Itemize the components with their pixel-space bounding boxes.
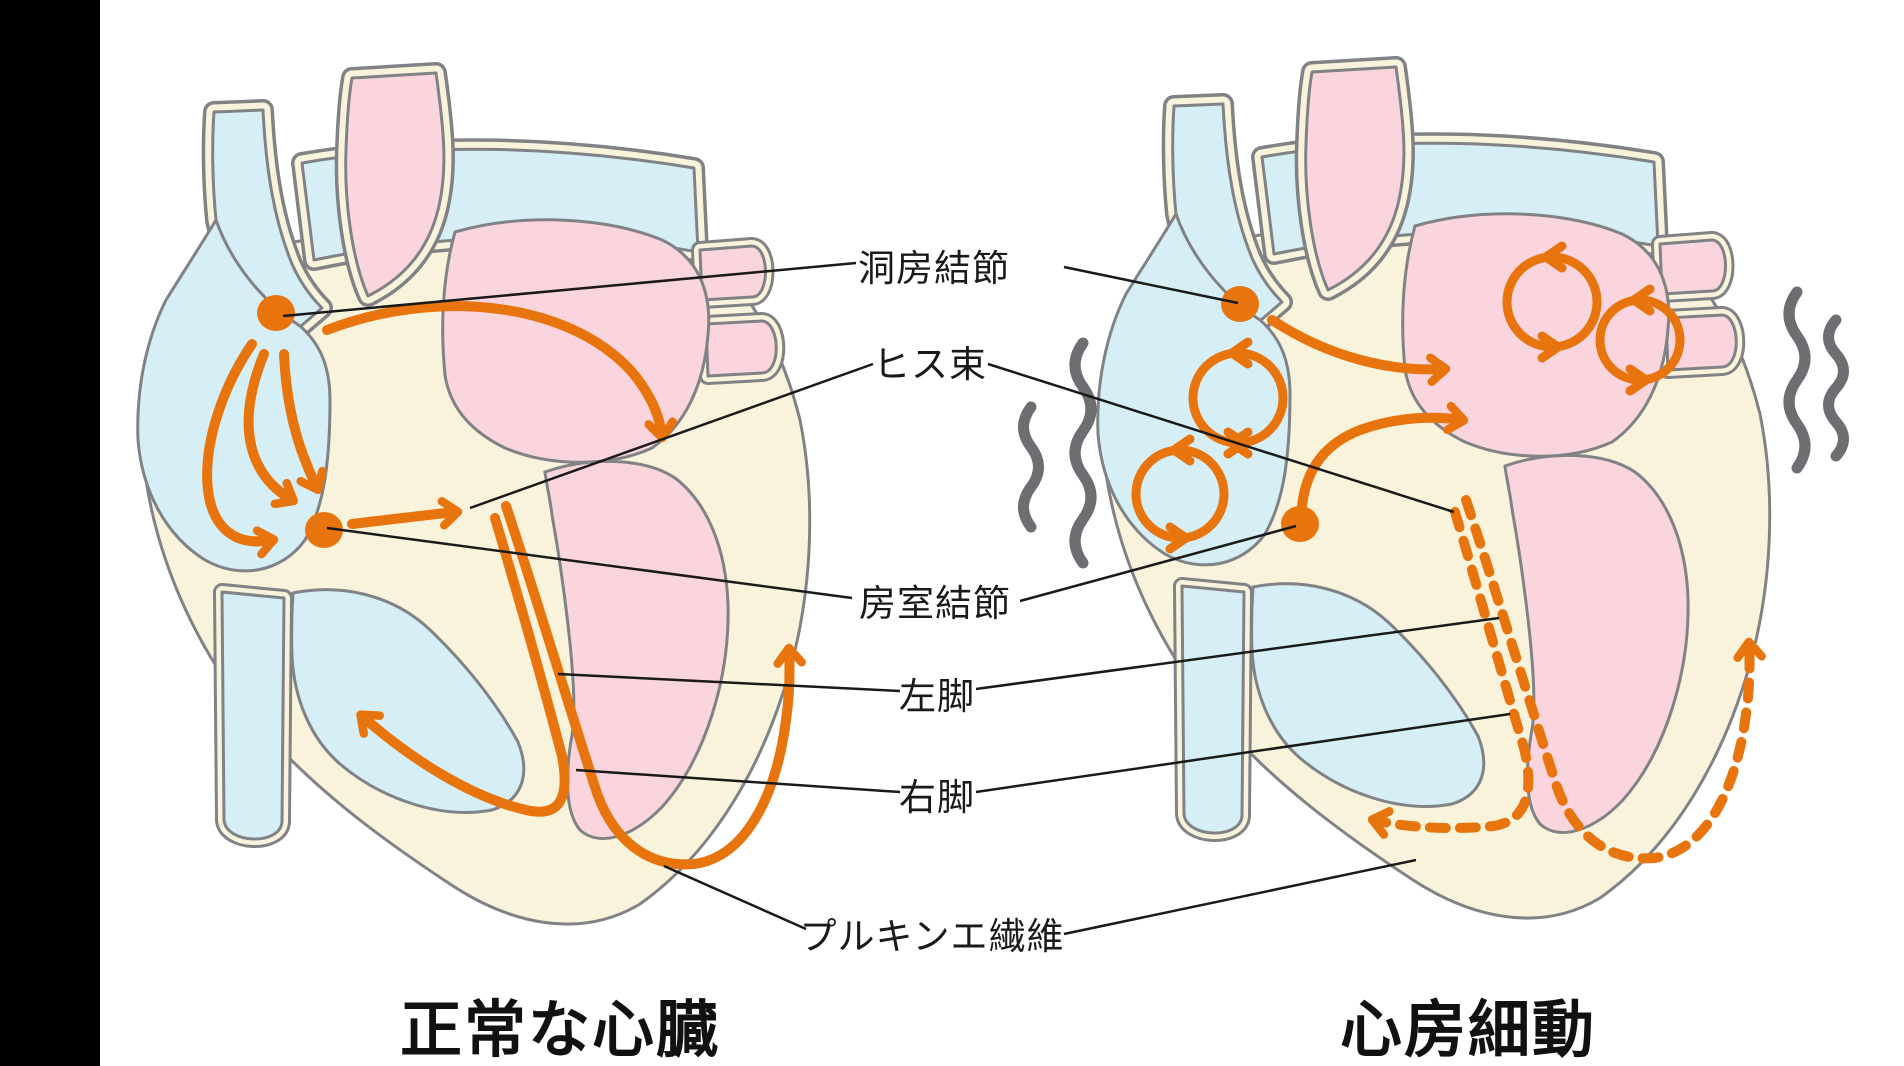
av-node-dot-normal — [305, 512, 343, 548]
label-purkinje: プルキンエ繊維 — [799, 916, 1065, 957]
afib-conduction-pathway — [1131, 241, 1766, 864]
afib-heart-structure — [1098, 67, 1770, 918]
reentry-circle — [1131, 434, 1229, 554]
label-his-bundle: ヒス束 — [873, 344, 987, 385]
reentry-circle — [1595, 284, 1685, 396]
sa-node-dot-normal — [257, 295, 295, 331]
title-afib: 心房細動 — [1339, 996, 1597, 1065]
label-sa-node: 洞房結節 — [858, 248, 1010, 289]
sa-node-dot-afib — [1221, 286, 1259, 322]
normal-conduction-pathway — [202, 295, 806, 870]
reentry-circle — [1502, 241, 1602, 363]
title-normal-heart: 正常な心臓 — [399, 996, 721, 1065]
tremor-squiggles — [1018, 286, 1849, 569]
leader-lines — [282, 261, 1511, 936]
av-node-dot-afib — [1281, 506, 1319, 542]
label-av-node: 房室結節 — [859, 583, 1011, 624]
label-left-bundle: 左脚 — [899, 676, 975, 717]
label-right-bundle: 右脚 — [899, 777, 975, 818]
side-letterbox-bar — [0, 0, 100, 1066]
